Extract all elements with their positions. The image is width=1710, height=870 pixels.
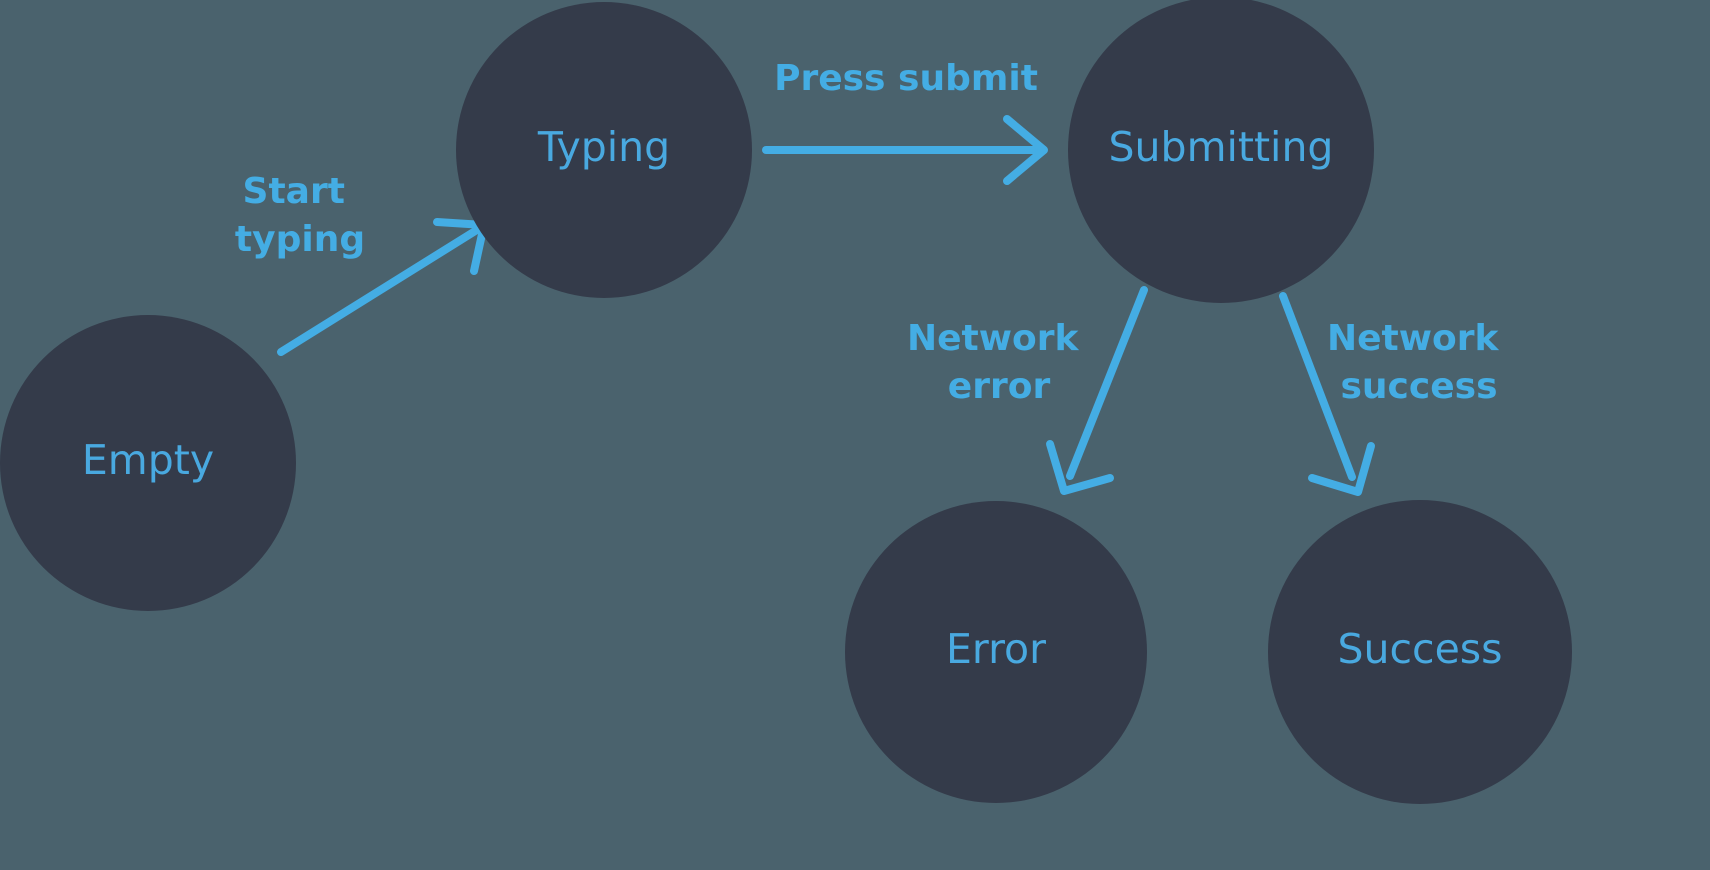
transition-label-line: Start <box>243 171 345 212</box>
state-circle[interactable] <box>845 501 1147 803</box>
arrowhead-icon <box>1308 442 1375 496</box>
state-node-empty[interactable]: Empty <box>0 315 296 611</box>
transition-line <box>1279 292 1356 481</box>
transition-label-network-error: Network error <box>907 318 1091 407</box>
state-label: Submitting <box>1109 123 1334 171</box>
state-circle[interactable] <box>0 315 296 611</box>
arrowhead-icon <box>1046 440 1114 495</box>
transition-start-typing: Start typing <box>235 171 488 356</box>
transition-label-line: typing <box>235 219 365 260</box>
state-label: Empty <box>82 436 214 484</box>
state-label: Error <box>946 625 1046 673</box>
transition-label-line: error <box>948 366 1051 407</box>
transition-network-error: Network error <box>907 286 1148 495</box>
transition-label-press-submit: Press submit <box>774 58 1038 99</box>
state-circle[interactable] <box>456 2 752 298</box>
state-circle[interactable] <box>1268 500 1572 804</box>
transition-label-line: Network <box>907 318 1079 359</box>
transition-label-line: Press submit <box>774 58 1038 99</box>
state-circle[interactable] <box>1068 0 1374 303</box>
state-node-typing[interactable]: Typing <box>456 2 752 298</box>
state-label: Success <box>1337 625 1502 673</box>
transition-press-submit: Press submit <box>762 58 1048 185</box>
state-node-submitting[interactable]: Submitting <box>1068 0 1374 303</box>
transition-label-start-typing: Start typing <box>235 171 365 260</box>
transition-label-line: success <box>1340 366 1497 407</box>
transition-label-network-success: Network success <box>1327 318 1511 407</box>
state-label: Typing <box>537 123 670 171</box>
transition-line <box>277 224 484 356</box>
transition-line <box>1066 286 1148 480</box>
transition-network-success: Network success <box>1279 292 1511 496</box>
state-node-error[interactable]: Error <box>845 501 1147 803</box>
arrowhead-icon <box>1003 115 1048 185</box>
state-node-success[interactable]: Success <box>1268 500 1572 804</box>
transition-label-line: Network <box>1327 318 1499 359</box>
